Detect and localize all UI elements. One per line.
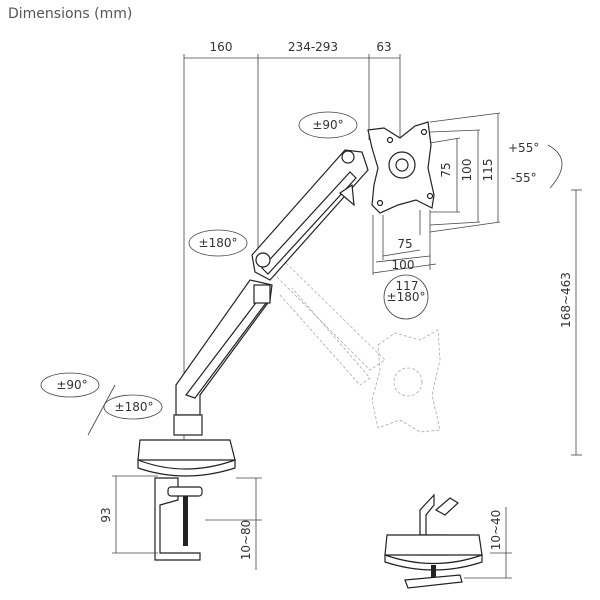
top-dimension: 160 234-293 63 bbox=[183, 40, 401, 455]
height-dimension: 168~463 bbox=[559, 189, 582, 456]
vesa-h-75: 75 bbox=[397, 237, 412, 251]
dim-160: 160 bbox=[210, 40, 233, 54]
dim-63: 63 bbox=[376, 40, 391, 54]
rotation-elbow: ±180° bbox=[199, 236, 238, 250]
tilt-down: -55° bbox=[511, 171, 537, 185]
rotation-base-a: ±90° bbox=[56, 378, 87, 392]
dim-234-293: 234-293 bbox=[288, 40, 338, 54]
vesa-horizontal-dims: 75 100 117 bbox=[372, 210, 437, 293]
vesa-plate bbox=[367, 121, 435, 214]
diagram-title: Dimensions (mm) bbox=[8, 6, 133, 22]
vesa-v-100: 100 bbox=[460, 159, 474, 182]
rotation-screen: ±180° bbox=[387, 290, 426, 304]
rotation-base-b: ±180° bbox=[115, 400, 154, 414]
grommet-mount: 10~40 bbox=[384, 493, 512, 589]
vesa-vertical-dims: 75 100 115 bbox=[429, 112, 501, 233]
rotation-labels: ±90° ±180° ±180° ±90° ±180° bbox=[40, 111, 429, 436]
tilt-indicator: +55° -55° bbox=[508, 141, 563, 189]
vesa-h-117: 117 bbox=[396, 279, 419, 293]
vesa-v-115: 115 bbox=[481, 159, 495, 182]
height-range: 168~463 bbox=[559, 272, 573, 328]
tilt-up: +55° bbox=[508, 141, 539, 155]
clamp-dimensions: 93 10~80 bbox=[99, 475, 262, 570]
vesa-v-75: 75 bbox=[439, 162, 453, 177]
rotation-head: ±90° bbox=[312, 118, 343, 132]
clamp-height: 93 bbox=[99, 507, 113, 522]
clamp-thickness: 10~80 bbox=[239, 520, 253, 561]
monitor-arm bbox=[137, 149, 369, 561]
vesa-h-100: 100 bbox=[392, 258, 415, 272]
grommet-thickness: 10~40 bbox=[489, 510, 503, 551]
